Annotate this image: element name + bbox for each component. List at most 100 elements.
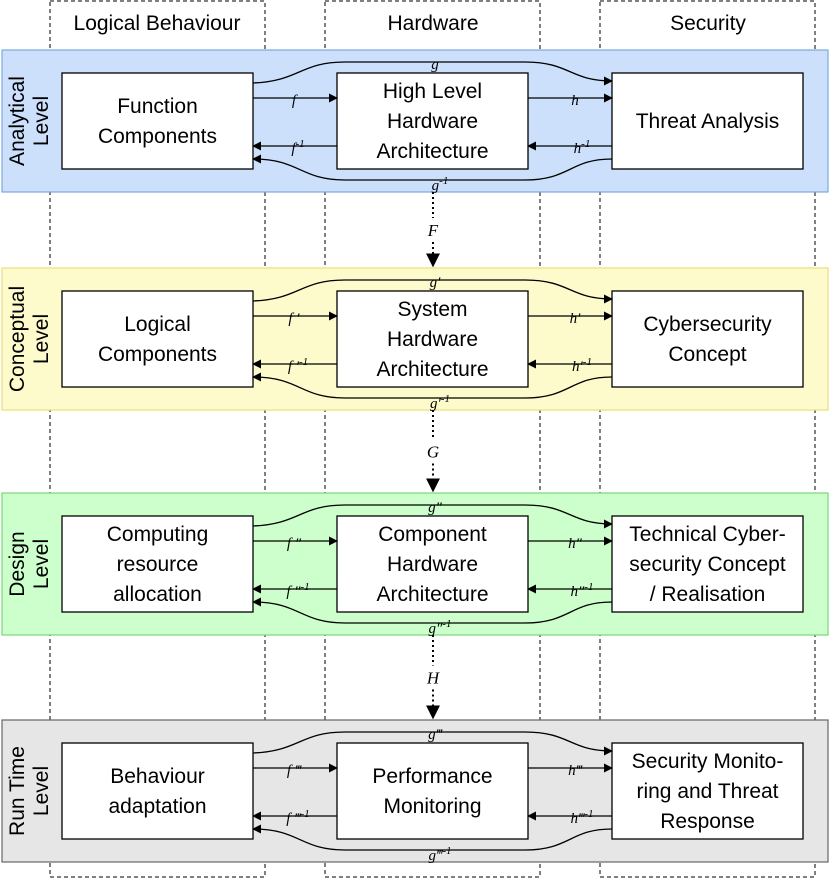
design-logical-box-frame: [61, 515, 254, 613]
column-logical-frame: [49, 0, 266, 878]
runtime-h-inv-label: h‴-1: [571, 808, 594, 827]
analytical-g-arrow: [252, 61, 613, 86]
column-header-security: Security: [670, 12, 746, 35]
runtime-security-box-frame: [611, 742, 804, 840]
analytical-security-text-line-1: Threat Analysis: [636, 110, 780, 133]
design-logical-text-line-2: resource: [117, 553, 199, 576]
design-hardware-text-line-3: Architecture: [376, 583, 488, 606]
level-label-conceptual-line-1: Conceptual: [6, 286, 29, 392]
analytical-f-label: f: [292, 93, 298, 109]
design-logical-text-line-3: allocation: [113, 583, 202, 606]
runtime-h-label: h‴: [568, 763, 584, 779]
analytical-g-label: g: [431, 57, 439, 73]
conceptual-g-inv-label: g′-1: [430, 393, 450, 412]
conceptual-f-inv-label: f ′-1: [288, 356, 308, 375]
design-g-inv-arrow: [252, 597, 613, 624]
conceptual-logical-text-line-1: Logical: [124, 313, 191, 336]
runtime-logical-text-line-2: adaptation: [108, 795, 206, 818]
design-security-text-line-1: Technical Cyber-: [629, 523, 785, 546]
design-hardware-text-line-1: Component: [378, 523, 487, 546]
design-security-text-line-3: / Realisation: [650, 583, 766, 606]
design-logical-text-line-1: Computing: [107, 523, 209, 546]
transition-F-label: F: [427, 221, 439, 240]
transition-H-label: H: [426, 669, 441, 688]
conceptual-g-label: g′: [430, 275, 442, 291]
conceptual-h-inv-label: h′-1: [572, 356, 592, 375]
runtime-g-inv-label: g‴-1: [429, 845, 452, 864]
analytical-g-inv-label: g-1: [432, 175, 449, 194]
design-g-arrow: [252, 504, 613, 529]
column-security-frame: [599, 0, 816, 878]
level-label-conceptual-line-2: Level: [30, 314, 53, 364]
design-h-label: h″: [568, 536, 583, 552]
conceptual-hardware-text-line-1: System: [397, 298, 467, 321]
runtime-f-label: f ‴: [287, 763, 303, 779]
design-hardware-text-line-2: Hardware: [387, 553, 478, 576]
level-label-design-line-2: Level: [30, 539, 53, 589]
analytical-security-box: Threat Analysis: [611, 72, 804, 170]
design-security-box-frame: [611, 515, 804, 613]
design-logical-box: Computing resource allocation: [61, 515, 254, 613]
design-h-inv-label: h″-1: [571, 581, 594, 600]
conceptual-security-box-frame: [611, 290, 804, 388]
level-label-runtime-line-2: Level: [30, 766, 53, 816]
analytical-h-label: h: [571, 93, 579, 109]
conceptual-security-text-line-2: Concept: [668, 343, 746, 366]
conceptual-g-inv-arrow: [252, 372, 613, 399]
analytical-hardware-text-line-3: Architecture: [376, 140, 488, 163]
conceptual-logical-text-line-2: Components: [98, 343, 217, 366]
runtime-g-label: g‴: [428, 727, 444, 743]
runtime-hardware-box-frame: [336, 742, 529, 840]
conceptual-g-arrow: [252, 279, 613, 304]
conceptual-hardware-text-line-3: Architecture: [376, 358, 488, 381]
runtime-logical-box-frame: [61, 742, 254, 840]
analytical-logical-box-frame: [61, 72, 254, 170]
design-g-label: g″: [428, 500, 443, 516]
analytical-security-box-frame: [611, 72, 804, 170]
design-f-inv-label: f ″-1: [286, 581, 309, 600]
analytical-f-inv-label: f-1: [291, 138, 304, 157]
analytical-hardware-text-line-2: Hardware: [387, 110, 478, 133]
conceptual-logical-box-frame: [61, 290, 254, 388]
analytical-hardware-text-line-1: High Level: [383, 80, 482, 103]
conceptual-hardware-text-line-2: Hardware: [387, 328, 478, 351]
analytical-g-inv-arrow: [252, 154, 613, 181]
level-label-analytical-line-2: Level: [30, 96, 53, 146]
runtime-security-text-line-2: ring and Threat: [636, 780, 778, 803]
conceptual-h-label: h′: [570, 311, 582, 327]
column-frames: [49, 0, 816, 878]
transition-G-label: G: [427, 443, 439, 462]
column-hardware-frame: [324, 0, 541, 878]
runtime-g-arrow: [252, 731, 613, 756]
level-label-analytical-line-1: Analytical: [6, 76, 29, 166]
runtime-security-text-line-3: Response: [660, 810, 755, 833]
analytical-hardware-box-frame: [336, 72, 529, 170]
conceptual-security-text-line-1: Cybersecurity: [643, 313, 772, 336]
design-security-text-line-2: security Concept: [629, 553, 786, 576]
column-header-logical: Logical Behaviour: [74, 12, 241, 35]
analytical-logical-text-line-2: Components: [98, 125, 217, 148]
conceptual-hardware-box-frame: [336, 290, 529, 388]
design-security-box: Technical Cyber-security Concept / Realis…: [611, 515, 804, 613]
runtime-f-inv-label: f ‴-1: [286, 808, 309, 827]
level-label-design-line-1: Design: [6, 531, 29, 596]
